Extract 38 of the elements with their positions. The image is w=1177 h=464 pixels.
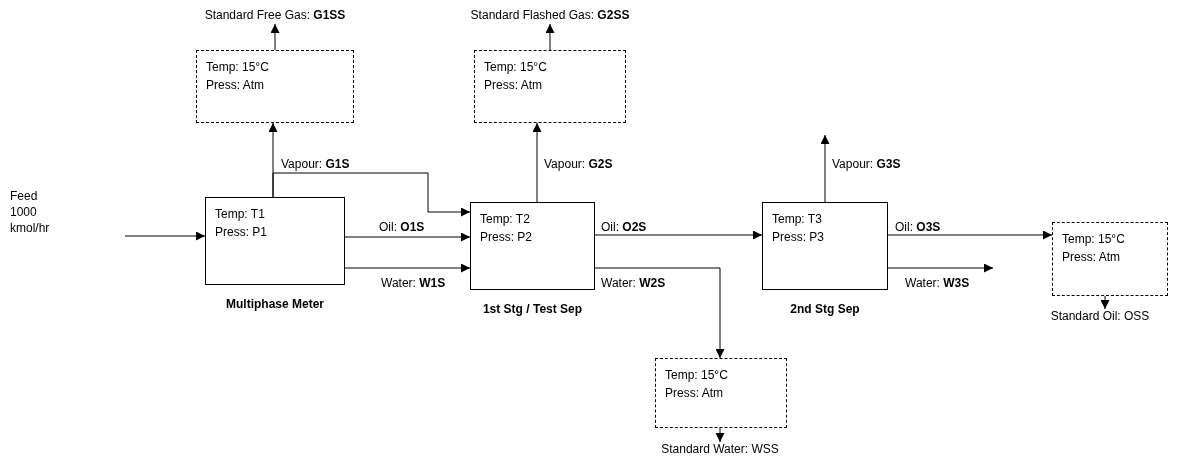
stream-label: Standard Water: WSS — [661, 442, 779, 456]
edge-label: Vapour: G1S — [280, 157, 351, 171]
arrow — [272, 172, 471, 217]
conditions-text: Temp: T2 Press: P2 — [480, 211, 534, 246]
unit-caption: 1st Stg / Test Sep — [482, 302, 583, 316]
edge-label: Water: W3S — [904, 276, 971, 290]
arrow — [1100, 295, 1110, 310]
arrow — [715, 427, 725, 443]
conditions-text: Temp: 15°C Press: Atm — [484, 59, 548, 94]
edge-label: Water: W1S — [380, 276, 447, 290]
edge-label: Oil: O2S — [600, 220, 648, 234]
conditions-text: Temp: 15°C Press: Atm — [1062, 231, 1126, 266]
edge-label: Oil: O3S — [894, 220, 942, 234]
stream-label: Standard Oil: OSS — [1050, 309, 1150, 323]
arrow — [270, 23, 280, 51]
arrow — [594, 267, 725, 359]
conditions-text: Temp: T1 Press: P1 — [215, 206, 269, 241]
unit-caption: Multiphase Meter — [226, 297, 324, 311]
arrow — [887, 230, 1053, 240]
arrow — [820, 134, 830, 203]
arrow — [344, 232, 471, 242]
arrow — [124, 231, 206, 241]
stream-label: Feed 1000 kmol/hr — [10, 188, 51, 236]
arrow — [594, 230, 763, 240]
conditions-text: Temp: 15°C Press: Atm — [665, 367, 729, 402]
conditions-text: Temp: 15°C Press: Atm — [206, 59, 270, 94]
arrow — [887, 263, 994, 273]
unit-caption: 2nd Stg Sep — [790, 302, 860, 316]
arrow — [344, 263, 471, 273]
stream-label: Standard Free Gas: G1SS — [204, 8, 346, 22]
stream-label: Standard Flashed Gas: G2SS — [470, 8, 630, 22]
edge-label: Vapour: G2S — [543, 157, 614, 171]
conditions-text: Temp: T3 Press: P3 — [772, 211, 826, 246]
arrow — [532, 122, 542, 203]
edge-label: Oil: O1S — [378, 220, 426, 234]
edge-label: Water: W2S — [600, 276, 667, 290]
arrow — [545, 23, 555, 51]
edge-label: Vapour: G3S — [831, 157, 902, 171]
